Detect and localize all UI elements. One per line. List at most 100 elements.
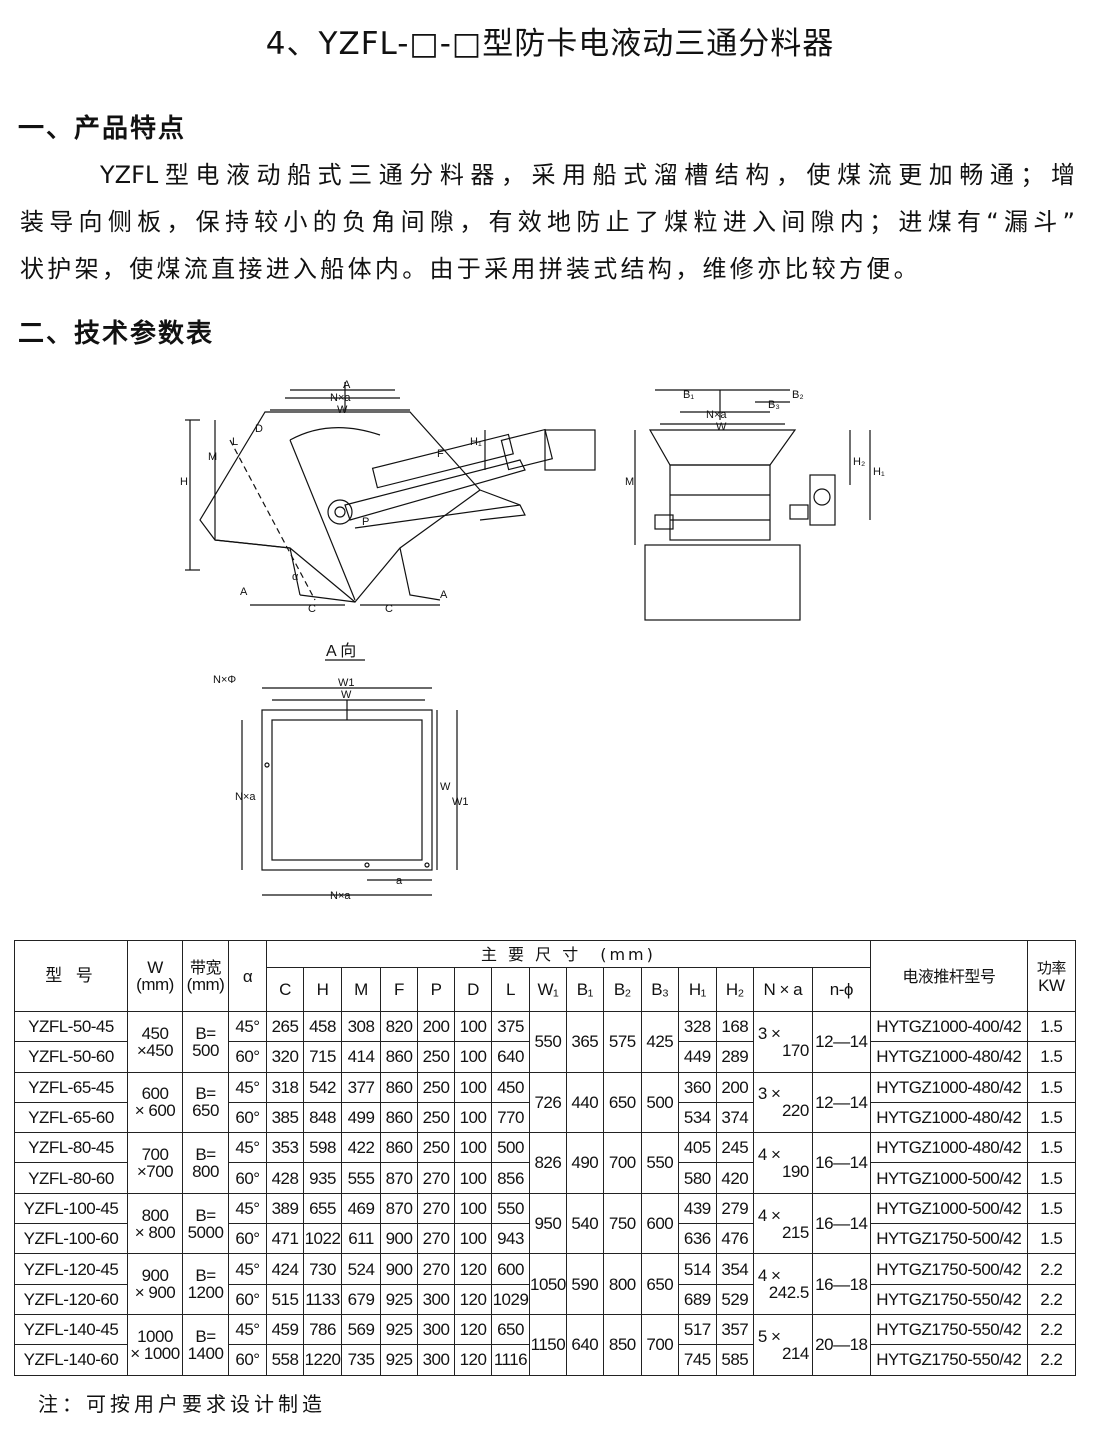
h1-cell: 328 — [677, 1010, 717, 1043]
model-cell: YZFL-140-45 — [14, 1313, 128, 1346]
band-line1: B= — [195, 1326, 216, 1346]
h1-cell: 636 — [677, 1223, 717, 1255]
power-cell: 1.5 — [1026, 1223, 1076, 1255]
m-cell: 569 — [341, 1313, 381, 1346]
b3-cell: 600 — [640, 1192, 679, 1255]
w-cell: 600× 600 — [127, 1071, 183, 1134]
w-line1: 450 — [141, 1023, 169, 1043]
w-line1: 800 — [141, 1205, 169, 1225]
features-line: 装导向侧板，保持较小的负角间隙，有效地防止了煤粒进入间隙内；进煤有“漏斗” — [20, 208, 1075, 236]
w1-cell: 1150 — [529, 1313, 567, 1376]
c-cell: 424 — [266, 1253, 304, 1285]
label-alpha: α — [292, 571, 299, 583]
pusher-cell: HYTGZ1000-480/42 — [869, 1041, 1028, 1073]
band-cell: B=500 — [182, 1011, 229, 1073]
model-cell: YZFL-80-60 — [14, 1162, 128, 1194]
h1-cell: 449 — [677, 1041, 717, 1073]
header-dim-2: M — [341, 967, 381, 1012]
band-cell: B=650 — [182, 1071, 229, 1134]
label-w: W — [337, 404, 348, 416]
band-line2: 1200 — [187, 1283, 224, 1303]
h1-cell: 405 — [677, 1132, 717, 1164]
d-cell: 100 — [454, 1192, 492, 1225]
header-dim-9: B₂ — [602, 967, 642, 1012]
nphi-cell: 12—14 — [811, 1011, 871, 1073]
label-a: A — [240, 586, 248, 598]
p-cell: 200 — [417, 1010, 455, 1043]
f-cell: 820 — [380, 1010, 418, 1043]
band-cell: B=800 — [182, 1132, 229, 1194]
f-cell: 925 — [380, 1283, 418, 1315]
d-cell: 100 — [454, 1071, 492, 1103]
h2-cell: 289 — [715, 1041, 754, 1073]
p-cell: 270 — [417, 1253, 455, 1285]
h2-cell: 245 — [715, 1132, 754, 1164]
label-b2: B₂ — [792, 389, 804, 401]
technical-drawings: A N×a W D H₁ L M H F P α C C A A B₁ B₂ B… — [180, 379, 885, 902]
header-dim-13: N × a — [752, 967, 813, 1012]
b2-cell: 700 — [602, 1132, 642, 1194]
h1-cell: 514 — [677, 1253, 717, 1285]
label-m: M — [208, 451, 217, 463]
f-cell: 900 — [380, 1253, 418, 1285]
h1-cell: 689 — [677, 1283, 717, 1315]
label-b1: B₁ — [683, 389, 694, 401]
h1-cell: 534 — [677, 1101, 717, 1134]
band-line1: B= — [195, 1205, 216, 1225]
header-power-label: 功率 — [1036, 958, 1067, 977]
d-cell: 120 — [454, 1283, 492, 1315]
f-cell: 860 — [380, 1071, 418, 1103]
power-cell: 1.5 — [1026, 1071, 1076, 1103]
f-cell: 870 — [380, 1192, 418, 1225]
header-band-label: 带宽 — [189, 958, 222, 977]
b2-cell: 750 — [602, 1192, 642, 1255]
d-cell: 100 — [454, 1162, 492, 1194]
nxa-count: 3 × — [757, 1023, 781, 1043]
power-cell: 2.2 — [1026, 1313, 1076, 1346]
band-line1: B= — [195, 1023, 216, 1043]
band-cell: B=5000 — [182, 1192, 229, 1255]
nxa-cell: 4 ×242.5 — [752, 1253, 813, 1315]
band-line2: 500 — [192, 1040, 219, 1060]
front-view-drawing: A N×a W D H₁ L M H F P α C C A A — [180, 379, 596, 615]
label-w: W — [341, 689, 352, 701]
alpha-cell: 60° — [228, 1223, 267, 1255]
c-cell: 428 — [266, 1162, 304, 1194]
l-cell: 600 — [491, 1253, 530, 1285]
nxa-spacing: 214 — [781, 1343, 809, 1363]
w-line1: 700 — [141, 1144, 169, 1164]
label-c: C — [385, 603, 393, 615]
c-cell: 353 — [266, 1132, 304, 1164]
header-w-unit: (mm) — [136, 975, 174, 994]
w-cell: 800× 800 — [127, 1192, 183, 1255]
label-nxa: N×a — [330, 392, 351, 404]
model-cell: YZFL-140-60 — [14, 1344, 128, 1376]
model-cell: YZFL-120-45 — [14, 1253, 128, 1285]
w-cell: 450×450 — [127, 1011, 183, 1073]
c-cell: 471 — [266, 1223, 304, 1255]
specs-heading: 二、技术参数表 — [18, 319, 215, 349]
label-p: P — [362, 516, 369, 528]
p-cell: 270 — [417, 1192, 455, 1225]
alpha-cell: 45° — [228, 1071, 267, 1103]
h-cell: 655 — [303, 1192, 342, 1225]
h-cell: 542 — [303, 1071, 342, 1103]
p-cell: 250 — [417, 1132, 455, 1164]
h-cell: 1022 — [303, 1223, 342, 1255]
h2-cell: 420 — [715, 1162, 754, 1194]
band-line1: B= — [195, 1084, 216, 1104]
w-cell: 700×700 — [127, 1132, 183, 1194]
p-cell: 300 — [417, 1344, 455, 1376]
h2-cell: 354 — [715, 1253, 754, 1285]
pusher-cell: HYTGZ1750-550/42 — [869, 1283, 1028, 1315]
f-cell: 860 — [380, 1101, 418, 1134]
header-main-dims: 主 要 尺 寸 (mm) — [266, 940, 871, 968]
power-cell: 1.5 — [1026, 1101, 1076, 1134]
header-dim-7: W₁ — [529, 967, 567, 1012]
label-d: D — [255, 423, 263, 435]
w-line2: ×450 — [136, 1040, 174, 1060]
